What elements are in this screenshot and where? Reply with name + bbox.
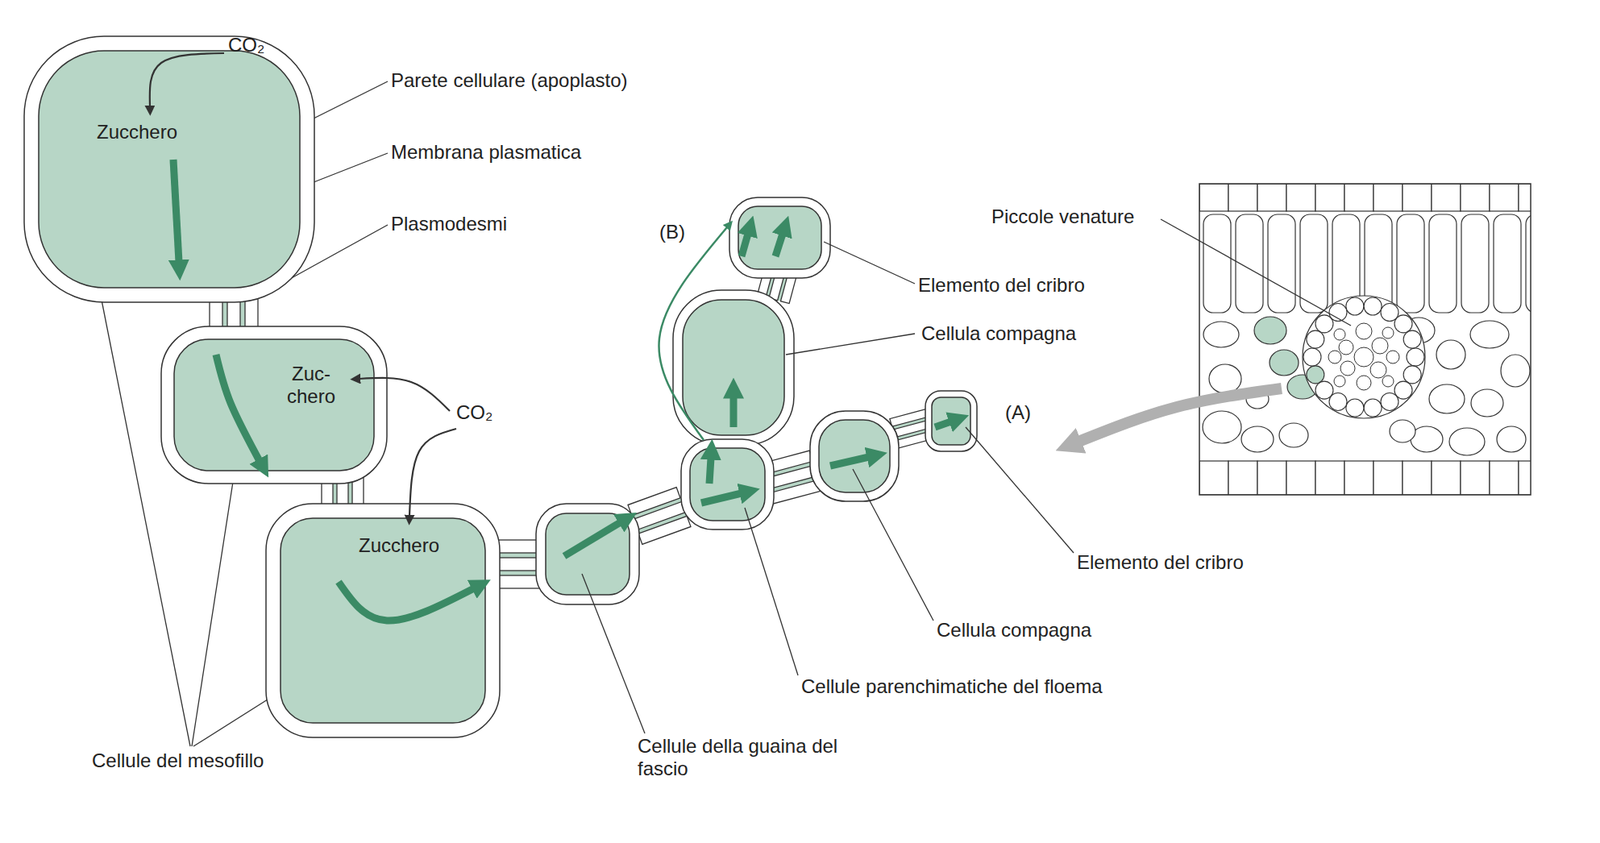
cell-content-text: Zucchero — [358, 534, 440, 557]
sugar-flow-arrow — [216, 354, 260, 462]
part-label: Piccole venature — [991, 205, 1135, 229]
cell-outline — [24, 36, 315, 303]
leader-line — [852, 469, 934, 621]
sugar-flow-arrow — [730, 396, 738, 428]
part-label: Cellule parenchimatiche del floema — [801, 675, 1103, 699]
part-label: Cellule della guaina del fascio — [637, 735, 840, 781]
cell-wall — [161, 326, 387, 484]
part-label: CO₂ — [456, 401, 493, 424]
part-label: (B) — [659, 220, 686, 244]
leader-line — [823, 241, 915, 284]
cell-content-text: Zucchero — [96, 120, 178, 144]
co2-arrow — [409, 428, 457, 516]
mesophyll-cell: Zucchero — [24, 36, 315, 303]
part-label: Cellula compagna — [921, 322, 1077, 345]
part-label: Plasmodesmi — [390, 212, 508, 236]
part-label: Membrana plasmatica — [390, 141, 582, 164]
sieve-element — [925, 390, 977, 452]
cell-content-text: Zuc- chero — [282, 362, 341, 408]
flow-line — [658, 227, 728, 441]
mesophyll-cell: Zucchero — [265, 503, 500, 738]
sugar-flow-arrow — [935, 421, 952, 428]
part-label: Elemento del cribro — [1076, 551, 1244, 574]
leader-line — [1160, 219, 1351, 326]
part-label: Cellula compagna — [936, 619, 1092, 642]
sugar-flow-arrow — [775, 233, 783, 257]
part-label: Elemento del cribro — [918, 274, 1085, 297]
leader-line — [308, 81, 388, 121]
sugar-flow-arrow — [701, 493, 742, 503]
part-label: CO₂ — [228, 33, 265, 57]
leader-line — [744, 507, 798, 676]
sugar-flow-arrow — [709, 457, 711, 484]
mesophyll-cell: Zuc- chero — [161, 326, 387, 484]
cell-wall — [265, 503, 500, 738]
co2-arrow — [359, 378, 450, 412]
cell-wall — [24, 36, 315, 303]
sugar-flow-arrow — [173, 159, 179, 262]
part-label: Cellule del mesofillo — [91, 749, 264, 773]
sugar-flow-arrow — [338, 581, 474, 621]
leader-line — [581, 573, 645, 734]
sugar-flow-arrow — [741, 233, 749, 257]
zoom-arrow — [1078, 388, 1282, 442]
sieve-element — [729, 197, 831, 279]
leader-line — [191, 471, 235, 747]
companion-cell — [810, 411, 899, 502]
leaf-cross-section — [1199, 183, 1554, 495]
sugar-flow-arrow — [564, 522, 621, 557]
part-label: (A) — [1005, 401, 1031, 424]
sugar-flow-arrow — [830, 457, 869, 466]
leader-line — [965, 427, 1074, 553]
leader-line — [785, 333, 915, 355]
phloem-parenchyma-cell — [681, 439, 774, 530]
co2-arrow — [149, 53, 225, 107]
cell-outline — [161, 326, 387, 484]
part-label: Parete cellulare (apoplasto) — [390, 69, 628, 92]
